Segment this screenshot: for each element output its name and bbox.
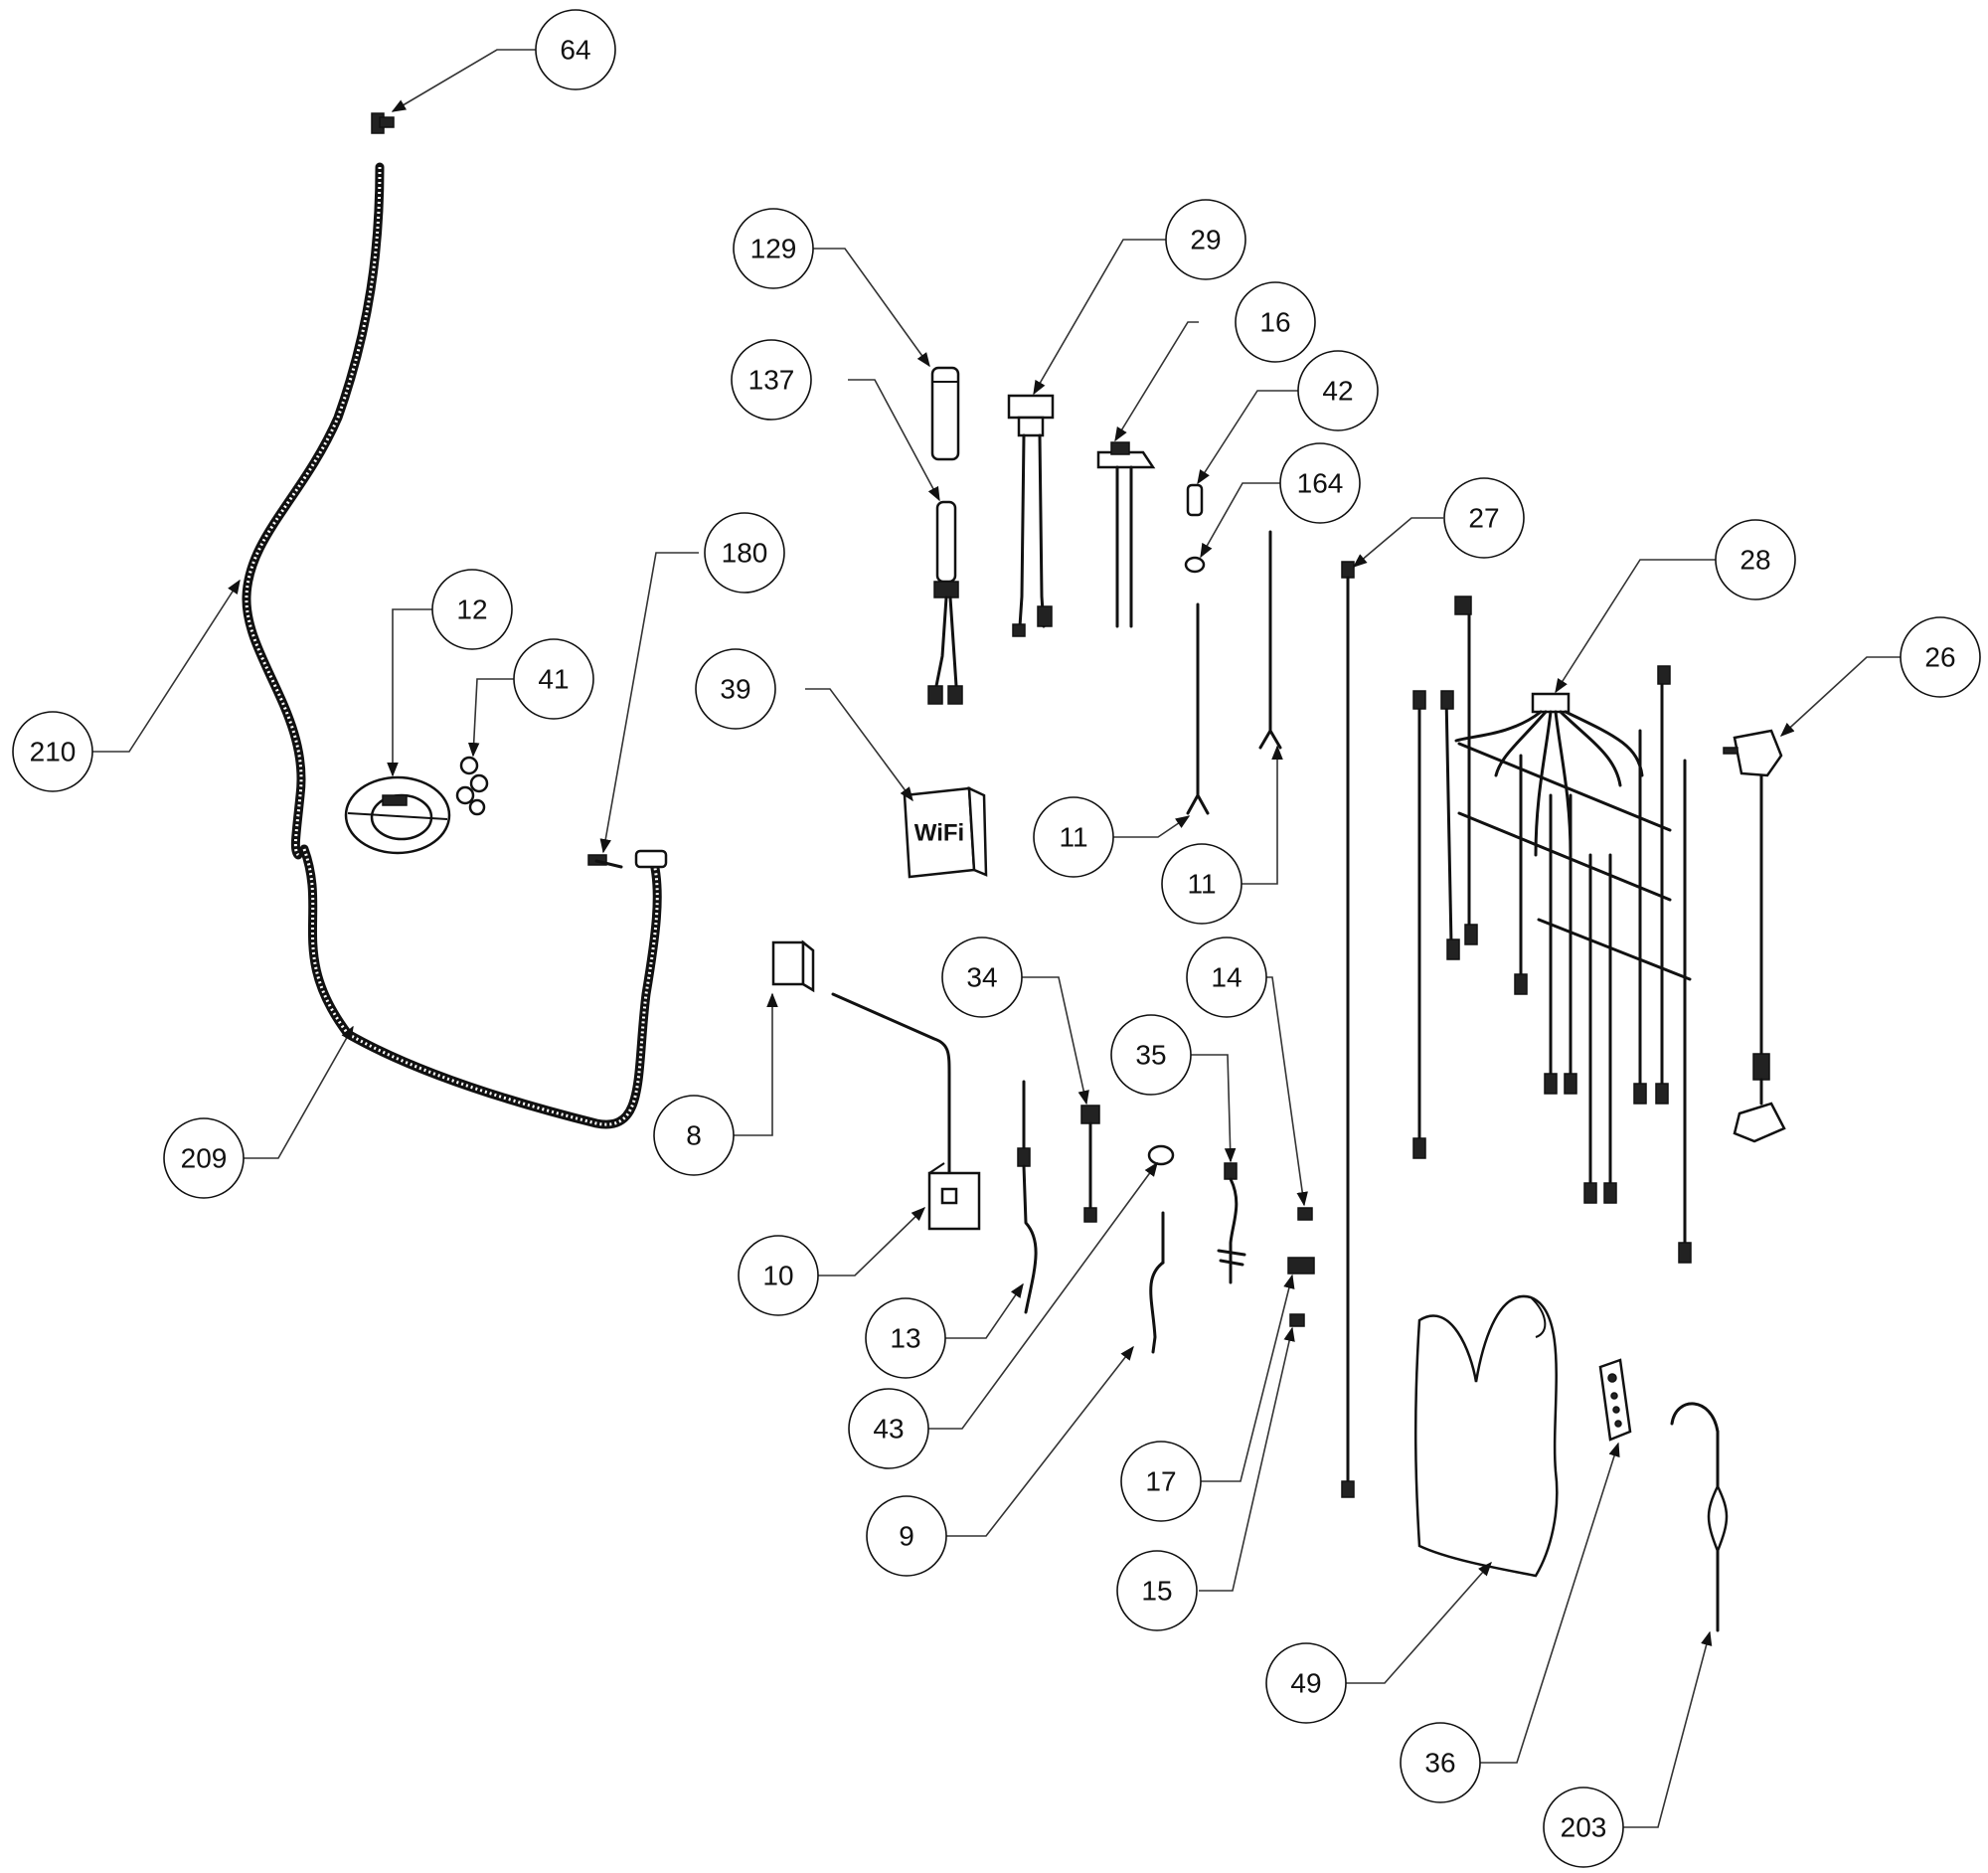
- svg-text:41: 41: [538, 664, 569, 695]
- svg-text:16: 16: [1259, 307, 1290, 338]
- part-164-washer: [1184, 556, 1206, 574]
- svg-text:64: 64: [560, 35, 590, 66]
- callout-27: 27: [1443, 477, 1525, 559]
- callout-13: 13: [865, 1297, 946, 1379]
- callout-16: 16: [1235, 281, 1316, 363]
- part-16-sensor-bracket: [1096, 441, 1156, 628]
- callout-17: 17: [1120, 1441, 1202, 1522]
- svg-text:27: 27: [1468, 503, 1499, 534]
- callout-34: 34: [941, 936, 1023, 1018]
- svg-text:129: 129: [750, 234, 797, 264]
- svg-text:35: 35: [1135, 1040, 1166, 1071]
- svg-text:8: 8: [686, 1120, 702, 1151]
- svg-text:42: 42: [1322, 376, 1353, 407]
- svg-text:11: 11: [1187, 869, 1216, 900]
- callout-15: 15: [1116, 1550, 1198, 1631]
- part-41-connector-cluster: [455, 756, 489, 816]
- callout-64: 64: [535, 9, 616, 90]
- svg-text:203: 203: [1561, 1812, 1607, 1843]
- callout-43: 43: [848, 1388, 929, 1469]
- callout-14: 14: [1186, 936, 1267, 1018]
- svg-text:28: 28: [1740, 545, 1770, 576]
- part-11-probe-a: [1186, 602, 1210, 815]
- callout-42: 42: [1297, 350, 1379, 431]
- svg-text:209: 209: [181, 1143, 228, 1174]
- svg-text:9: 9: [899, 1521, 914, 1552]
- callouts: 64 129 29 16 42 164 27 28 26 137 180 12 …: [12, 9, 1981, 1868]
- part-17-connector-block: [1287, 1257, 1315, 1275]
- part-10-capillary-thermostat: [831, 992, 981, 1231]
- callout-203: 203: [1543, 1787, 1624, 1868]
- leader-lines: [88, 49, 1901, 1828]
- part-39-wifi-module: WiFi: [903, 785, 988, 879]
- part-9-hook-sensor: [1149, 1211, 1165, 1354]
- svg-text:49: 49: [1290, 1668, 1321, 1699]
- svg-text:17: 17: [1145, 1466, 1176, 1497]
- part-27-long-lead: [1341, 561, 1355, 1498]
- svg-text:11: 11: [1059, 822, 1087, 853]
- callout-210: 210: [12, 711, 93, 792]
- callout-164: 164: [1279, 442, 1361, 524]
- callout-36: 36: [1400, 1722, 1481, 1803]
- part-180-plug: [587, 854, 623, 869]
- callout-209: 209: [163, 1117, 245, 1199]
- wifi-label: WiFi: [914, 820, 964, 847]
- part-29-thermostat: [1007, 394, 1055, 637]
- part-129-tube: [930, 366, 960, 461]
- part-137-heater-element: [927, 500, 963, 705]
- svg-text:43: 43: [873, 1414, 904, 1445]
- svg-text:36: 36: [1424, 1748, 1455, 1779]
- svg-text:137: 137: [748, 365, 795, 396]
- callout-28: 28: [1715, 519, 1796, 600]
- part-36-remote-control: [1598, 1358, 1632, 1442]
- part-13-sensor: [1017, 1080, 1038, 1314]
- svg-text:34: 34: [966, 962, 997, 993]
- callout-180: 180: [704, 512, 785, 594]
- callout-10: 10: [738, 1235, 819, 1316]
- part-28-wiring-harness: [1412, 596, 1692, 1264]
- callout-11-a: 11: [1033, 796, 1114, 878]
- svg-text:39: 39: [720, 674, 750, 705]
- part-210-hose: [242, 162, 385, 860]
- callout-49: 49: [1265, 1642, 1347, 1724]
- part-drawings: WiFi: [242, 112, 1786, 1632]
- part-14-clip: [1297, 1207, 1313, 1221]
- part-8-rocker-switch: [771, 939, 815, 993]
- callout-8: 8: [653, 1095, 735, 1176]
- svg-text:12: 12: [456, 595, 487, 625]
- svg-text:180: 180: [722, 538, 768, 569]
- svg-text:10: 10: [762, 1261, 793, 1291]
- svg-text:15: 15: [1141, 1576, 1172, 1607]
- svg-text:13: 13: [890, 1323, 920, 1354]
- callout-129: 129: [733, 208, 814, 289]
- part-34-connector-lead: [1080, 1105, 1100, 1223]
- callout-9: 9: [866, 1495, 947, 1577]
- part-49-seat-pad: [1413, 1294, 1559, 1578]
- part-26-power-cord: [1723, 729, 1786, 1143]
- callout-11-b: 11: [1161, 843, 1242, 925]
- callout-26: 26: [1900, 616, 1981, 698]
- callout-29: 29: [1165, 199, 1246, 280]
- part-35-probe: [1217, 1162, 1246, 1284]
- callout-39: 39: [695, 648, 776, 730]
- part-43-grommet: [1147, 1144, 1175, 1166]
- part-64-elbow-fitting: [371, 112, 395, 134]
- svg-text:210: 210: [30, 737, 77, 767]
- svg-text:29: 29: [1190, 225, 1221, 255]
- part-12-ring-sensor: [344, 775, 451, 855]
- callout-41: 41: [513, 638, 594, 720]
- part-15-terminal: [1289, 1313, 1305, 1327]
- part-11-probe-b: [1258, 530, 1282, 750]
- svg-text:164: 164: [1297, 468, 1344, 499]
- part-203-hook: [1670, 1402, 1729, 1632]
- svg-text:26: 26: [1924, 642, 1955, 673]
- callout-12: 12: [431, 569, 513, 650]
- svg-text:14: 14: [1211, 962, 1242, 993]
- callout-137: 137: [731, 339, 812, 421]
- part-42-probe: [1186, 483, 1204, 517]
- part-209-hose: [299, 844, 668, 1129]
- callout-35: 35: [1110, 1014, 1192, 1096]
